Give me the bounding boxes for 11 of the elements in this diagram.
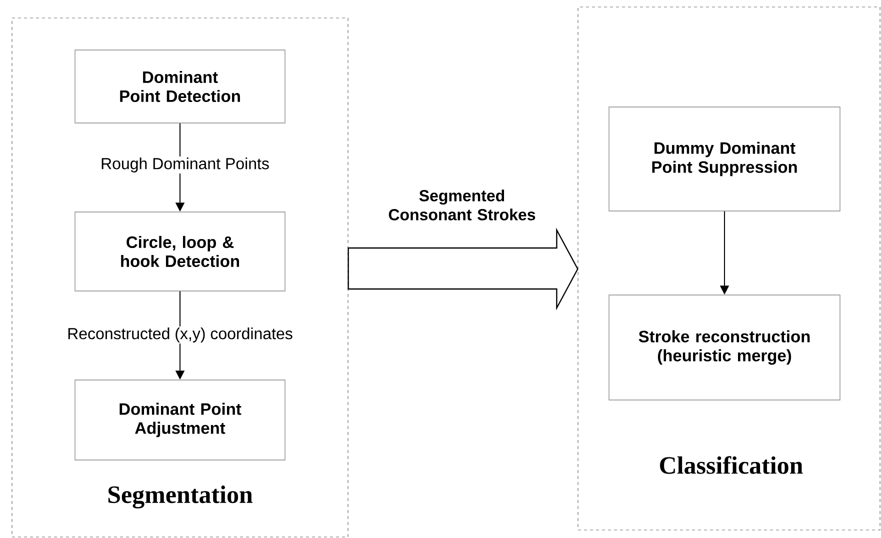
edge-label: Reconstructed (x,y) coordinates (66, 326, 294, 344)
process-box: Dominant Point Adjustment (74, 380, 286, 460)
process-box: Stroke reconstruction (heuristic merge) (608, 294, 840, 400)
process-box: Dummy Dominant Point Suppression (608, 106, 840, 212)
process-box: Circle, loop & hook Detection (74, 212, 286, 292)
process-box: Dominant Point Detection (74, 50, 286, 124)
panel-title: Classification (660, 456, 803, 474)
edge-label: Segmented Consonant Strokes (388, 190, 536, 220)
panel-title: Segmentation (108, 486, 253, 508)
block-arrow (348, 228, 578, 310)
edge-label: Rough Dominant Points (100, 156, 270, 174)
